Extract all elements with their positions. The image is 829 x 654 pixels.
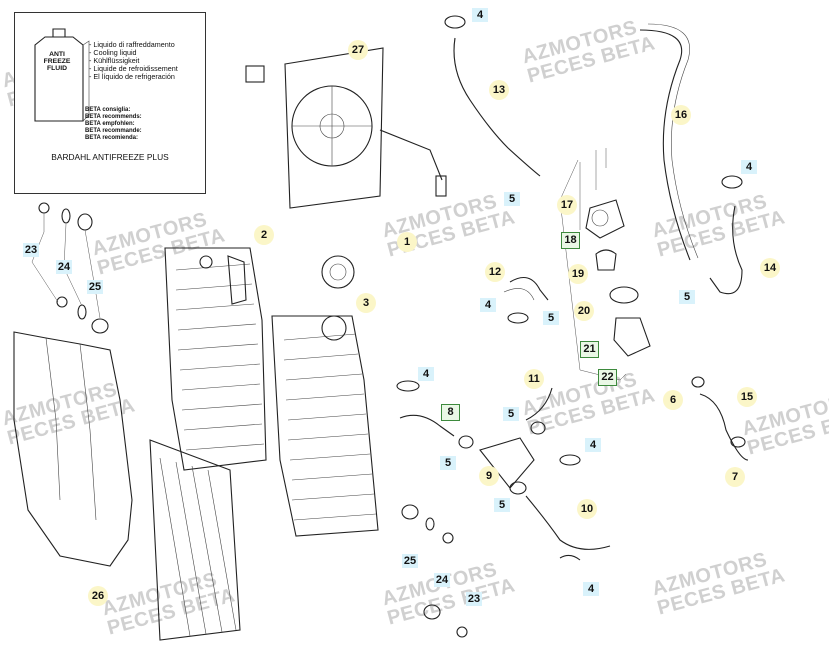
callout-4[interactable]: 4 <box>741 160 757 174</box>
callout-19[interactable]: 19 <box>568 264 588 284</box>
info-line: - Cooling liquid <box>89 48 137 57</box>
callout-6[interactable]: 6 <box>663 390 683 410</box>
callout-15[interactable]: 15 <box>737 387 757 407</box>
left-radiator-drawing <box>164 247 267 471</box>
callout-23[interactable]: 23 <box>466 592 482 606</box>
callout-4[interactable]: 4 <box>480 298 496 312</box>
recommend-line: BETA recommends: <box>85 114 142 120</box>
callout-16[interactable]: 16 <box>671 105 691 125</box>
callout-4[interactable]: 4 <box>418 367 434 381</box>
callout-18[interactable]: 18 <box>561 232 580 249</box>
callout-5[interactable]: 5 <box>440 456 456 470</box>
callout-25[interactable]: 25 <box>87 280 103 294</box>
callout-5[interactable]: 5 <box>543 311 559 325</box>
info-line: - Liquido di raffreddamento <box>89 40 175 49</box>
info-line: - El líquido de refrigeración <box>89 72 175 81</box>
callout-22[interactable]: 22 <box>598 369 617 386</box>
callout-5[interactable]: 5 <box>504 192 520 206</box>
recommend-line: BETA recommande: <box>85 128 142 134</box>
callout-8[interactable]: 8 <box>441 404 460 421</box>
callout-11[interactable]: 11 <box>524 369 544 389</box>
recommend-line: BETA recomienda: <box>85 135 139 141</box>
coolant-can-icon <box>34 28 90 122</box>
recommended-brand: BARDAHL ANTIFREEZE PLUS <box>51 152 169 162</box>
info-line: - Kühlflüssigkeit <box>89 56 140 65</box>
right-radiator-drawing <box>271 255 379 537</box>
radiator-fan-drawing <box>245 47 447 209</box>
callout-25[interactable]: 25 <box>402 554 418 568</box>
callout-5[interactable]: 5 <box>503 407 519 421</box>
info-line: - Liquide de refroidissement <box>89 64 178 73</box>
callout-4[interactable]: 4 <box>585 438 601 452</box>
recommend-line: BETA empfohlen: <box>85 121 135 127</box>
recommend-line: BETA consiglia: <box>85 107 131 113</box>
callout-2[interactable]: 2 <box>254 225 274 245</box>
callout-5[interactable]: 5 <box>494 498 510 512</box>
callout-26[interactable]: 26 <box>88 586 108 606</box>
callout-23[interactable]: 23 <box>23 243 39 257</box>
thermostat-drawing <box>579 148 651 357</box>
callout-20[interactable]: 20 <box>574 301 594 321</box>
callout-13[interactable]: 13 <box>489 80 509 100</box>
callout-9[interactable]: 9 <box>479 466 499 486</box>
callout-1[interactable]: 1 <box>397 232 417 252</box>
callout-12[interactable]: 12 <box>485 262 505 282</box>
callout-17[interactable]: 17 <box>557 195 577 215</box>
callout-27[interactable]: 27 <box>348 40 368 60</box>
callout-10[interactable]: 10 <box>577 499 597 519</box>
callout-4[interactable]: 4 <box>472 8 488 22</box>
callout-3[interactable]: 3 <box>356 293 376 313</box>
callout-21[interactable]: 21 <box>580 341 599 358</box>
callout-4[interactable]: 4 <box>583 582 599 596</box>
callout-14[interactable]: 14 <box>760 258 780 278</box>
can-label: ANTI FREEZE FLUID <box>43 51 71 72</box>
callout-7[interactable]: 7 <box>725 467 745 487</box>
callout-24[interactable]: 24 <box>56 260 72 274</box>
callout-5[interactable]: 5 <box>679 290 695 304</box>
callout-24[interactable]: 24 <box>434 573 450 587</box>
coolant-info-box: ANTI FREEZE FLUID - Liquido di raffredda… <box>14 12 206 194</box>
